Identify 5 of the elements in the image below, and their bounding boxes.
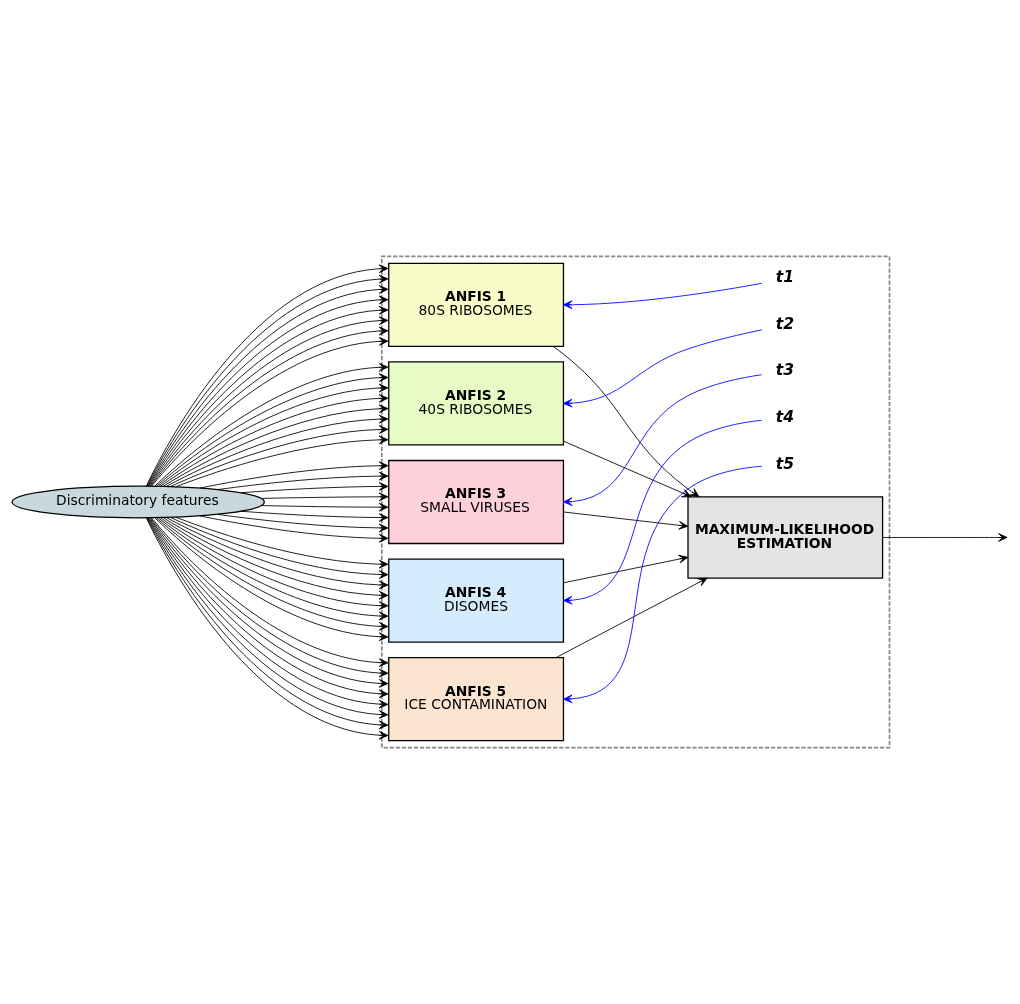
node-text: t3 (775, 361, 795, 380)
node-text: t5 (775, 454, 795, 473)
node-text: t4 (775, 407, 795, 426)
node-text: t1 (775, 267, 795, 286)
node-text: t2 (775, 314, 795, 333)
